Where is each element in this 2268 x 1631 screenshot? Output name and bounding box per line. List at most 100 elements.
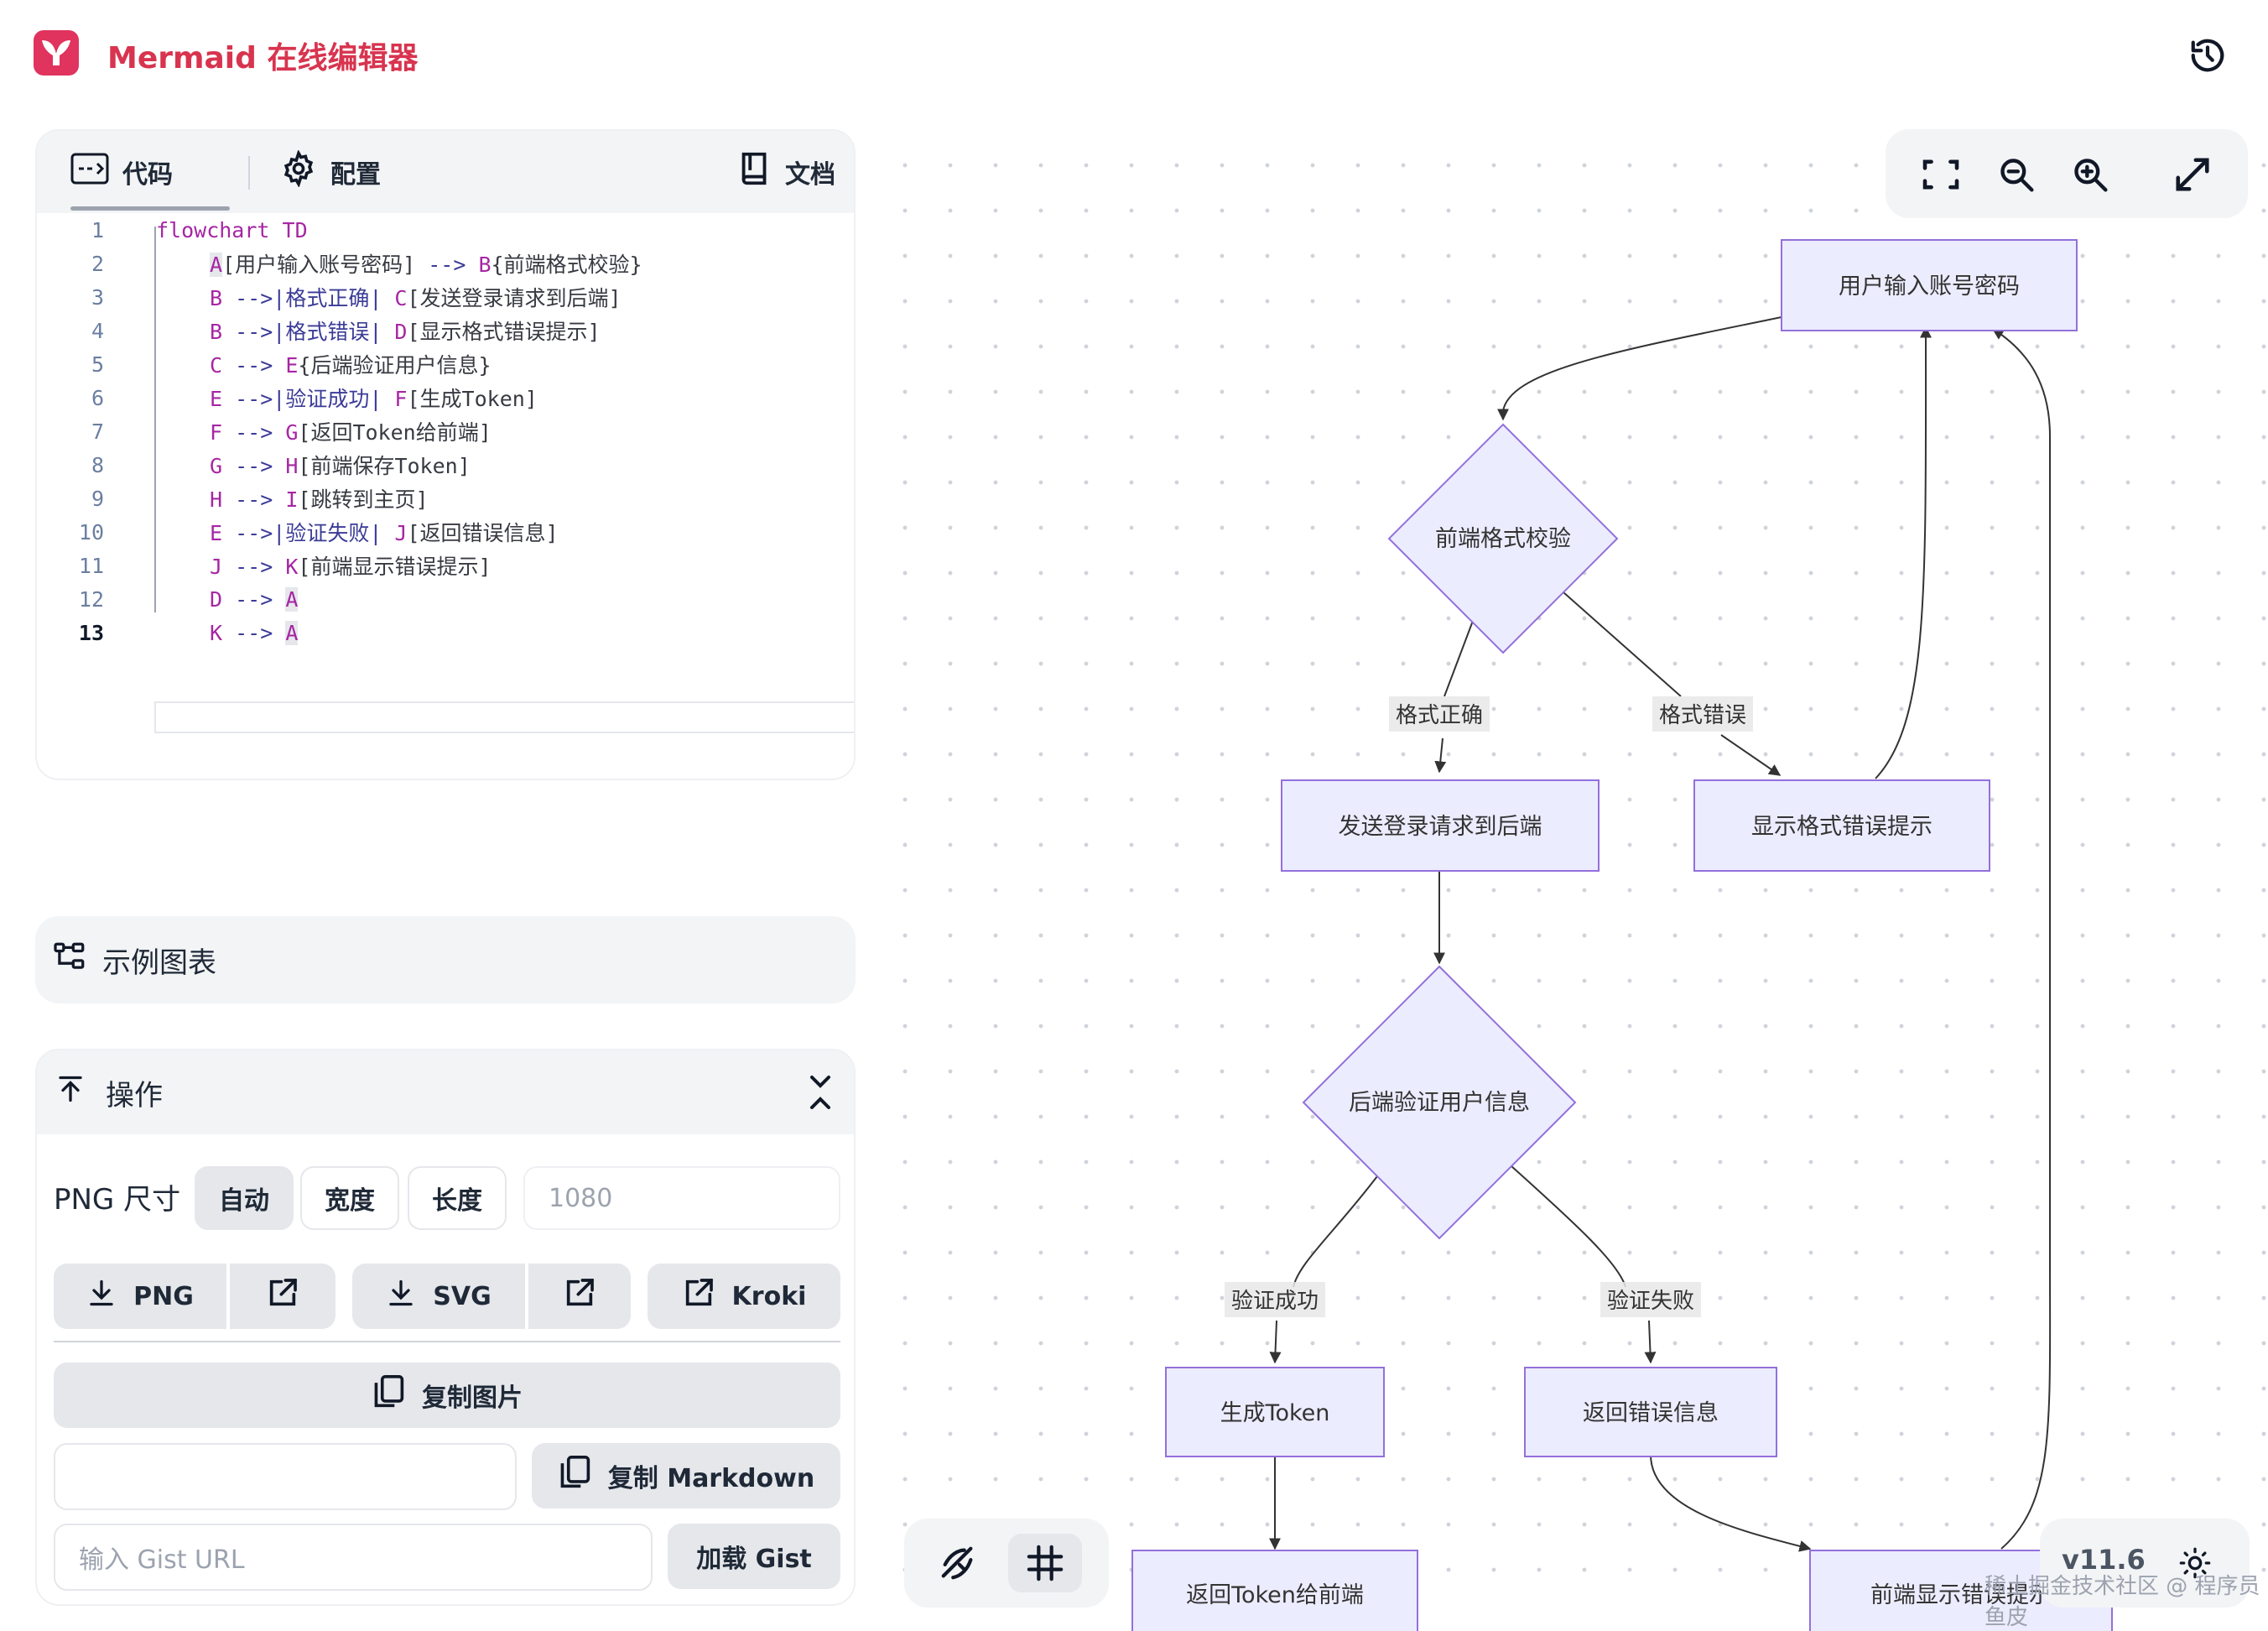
code-text: E -->|验证失败| J[返回错误信息] [210,517,559,547]
node-b[interactable]: 前端格式校验 [1387,423,1619,654]
node-g-label: 返回Token给前端 [1186,1582,1364,1608]
code-line[interactable]: 10 E -->|验证失败| J[返回错误信息] [37,515,854,549]
size-option-width[interactable]: 宽度 [300,1166,399,1230]
node-c-label: 发送登录请求到后端 [1339,814,1542,840]
code-text: B -->|格式正确| C[发送登录请求到后端] [210,282,622,312]
code-line[interactable]: 5 C --> E{后端验证用户信息} [37,347,854,381]
code-line[interactable]: 8 G --> H[前端保存Token] [37,448,854,482]
node-a-label: 用户输入账号密码 [1839,274,2020,300]
copy-markdown-button[interactable]: 复制 Markdown [532,1443,840,1509]
zoom-toolbar [1886,129,2248,218]
copy-markdown-label: 复制 Markdown [607,1464,815,1493]
grid-icon[interactable] [1008,1534,1082,1592]
indent-guide [154,227,156,612]
gear-icon [280,149,317,194]
node-id: E [285,353,299,378]
canvas-tools [904,1519,1109,1608]
copy-icon [558,1454,591,1498]
line-number: 4 [91,318,104,343]
svg-label: SVG [433,1281,492,1311]
copy-icon [372,1373,405,1417]
code-line[interactable]: 11 J --> K[前端显示错误提示] [37,549,854,582]
code-line[interactable]: 4 B -->|格式错误| D[显示格式错误提示] [37,314,854,347]
mermaid-logo-icon[interactable] [34,30,79,76]
tab-code-label: 代码 [122,160,173,190]
node-a[interactable]: 用户输入账号密码 [1781,239,2078,331]
arrow: -->|验证失败| [222,521,395,545]
keyword: TD [269,217,308,242]
code-line[interactable]: 6 E -->|验证成功| F[生成Token] [37,381,854,414]
kroki-button[interactable]: Kroki [648,1264,840,1329]
active-line-highlight [154,701,854,733]
download-png-button[interactable]: PNG [54,1264,226,1329]
node-text: [生成Token] [407,387,538,411]
node-text: [返回Token给前端] [298,420,492,445]
chevrons-collapse-icon[interactable] [807,1072,834,1120]
size-option-height[interactable]: 长度 [408,1166,507,1230]
node-id: K [210,620,223,645]
node-e[interactable]: 后端验证用户信息 [1302,965,1577,1240]
edge-label-bg [1652,696,1753,732]
node-id: B [478,253,492,277]
node-c[interactable]: 发送登录请求到后端 [1281,779,1600,872]
examples-panel[interactable]: 示例图表 [35,916,856,1003]
copy-image-button[interactable]: 复制图片 [54,1363,840,1428]
node-id: E [210,521,223,545]
code-line[interactable]: 12 D --> A [37,582,854,616]
size-option-auto[interactable]: 自动 [195,1166,294,1230]
edge-b-d [1563,591,1780,775]
expand-icon[interactable] [2166,148,2219,201]
pan-icon[interactable] [921,1534,995,1592]
external-link-icon [266,1276,299,1316]
load-gist-button[interactable]: 加载 Gist [668,1524,840,1589]
code-line[interactable]: 3 B -->|格式正确| C[发送登录请求到后端] [37,280,854,314]
node-id: H [210,487,223,512]
markdown-output-field[interactable] [54,1443,517,1510]
watermark: 稀土掘金技术社区 @ 程序员鱼皮 [1984,1574,2260,1630]
code-text: F --> G[返回Token给前端] [210,416,492,446]
node-e-label: 后端验证用户信息 [1349,1090,1530,1116]
tab-config[interactable]: 配置 [280,148,381,196]
zoom-in-icon[interactable] [2063,148,2117,201]
node-text: [发送登录请求到后端] [407,286,622,310]
actions-label: 操作 [106,1078,163,1113]
download-svg-button[interactable]: SVG [352,1264,525,1329]
actions-header[interactable]: 操作 [37,1050,854,1134]
code-line-active[interactable]: 13 K --> A [37,616,854,649]
zoom-out-icon[interactable] [1990,148,2043,201]
history-icon[interactable] [2184,32,2231,79]
node-id: A [285,586,299,612]
open-png-button[interactable] [230,1264,336,1329]
code-line[interactable]: 1 flowchart TD [37,213,854,247]
open-svg-button[interactable] [528,1264,631,1329]
code-text: E -->|验证成功| F[生成Token] [210,383,538,413]
edge-d-a [1875,326,1932,779]
fit-screen-icon[interactable] [1914,148,1968,201]
code-editor[interactable]: 1 flowchart TD 2 A[用户输入账号密码] --> B{前端格式校… [37,213,854,779]
gist-url-input[interactable]: 输入 Gist URL [54,1524,653,1591]
code-text: K --> A [210,620,299,645]
download-icon [86,1278,117,1315]
line-number: 10 [78,519,104,545]
png-size-label: PNG 尺寸 [54,1183,181,1217]
node-id: A [210,253,223,277]
actions-panel: 操作 PNG 尺寸 自动 宽度 长度 1080 PNG SVG Kroki 复制… [35,1049,856,1606]
sun-icon[interactable] [2166,1535,2224,1591]
tab-docs[interactable]: 文档 [738,148,835,196]
edge-b-c [1439,620,1474,772]
arrow: --> [222,555,286,579]
node-f[interactable]: 生成Token [1165,1367,1385,1457]
edge-label-format-err: 格式错误 [1659,703,1746,728]
node-id: F [394,387,408,411]
code-line[interactable]: 2 A[用户输入账号密码] --> B{前端格式校验} [37,247,854,280]
arrow: --> [415,253,479,277]
node-d[interactable]: 显示格式错误提示 [1693,779,1990,872]
node-g[interactable]: 返回Token给前端 [1131,1550,1418,1631]
code-line[interactable]: 7 F --> G[返回Token给前端] [37,414,854,448]
png-size-input[interactable]: 1080 [523,1166,840,1230]
app-title: Mermaid 在线编辑器 [107,41,419,76]
node-id: E [210,387,223,411]
tab-code[interactable]: 代码 [70,148,173,196]
node-j[interactable]: 返回错误信息 [1524,1367,1777,1457]
code-line[interactable]: 9 H --> I[跳转到主页] [37,482,854,515]
